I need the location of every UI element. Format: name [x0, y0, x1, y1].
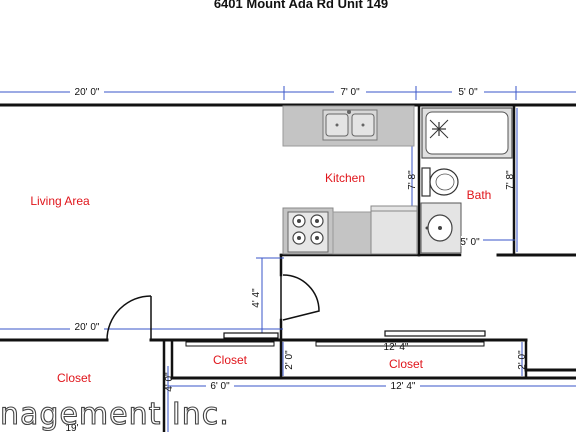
dim-hall-vertical: 4' 4" [251, 288, 262, 308]
dim-closet-right-height: 2' 0" [517, 350, 528, 370]
dim-closet-width-6: 6' 0" [210, 381, 230, 392]
dim-bath-bottom: 5' 0" [460, 237, 480, 248]
watermark-text: nagement Inc. [0, 397, 230, 432]
room-label-living: Living Area [30, 194, 90, 208]
room-label-kitchen: Kitchen [325, 171, 365, 185]
dim-top-bath: 5' 0" [458, 87, 478, 98]
dim-bath-side: 7' 8" [505, 170, 516, 190]
stove [282, 207, 334, 255]
dim-closet-left-height: 4' 0" [164, 372, 175, 392]
dim-closet-mid-top: 12' 4" [384, 342, 409, 353]
dimension-lines [0, 108, 576, 432]
room-label-closet-right: Closet [389, 357, 424, 371]
dim-top-living: 20' 0" [75, 87, 100, 98]
room-label-closet-mid: Closet [213, 353, 248, 367]
dim-closet-width-12: 12' 4" [391, 381, 416, 392]
toilet [421, 167, 459, 197]
dim-bottom-partial: 19' [65, 423, 78, 432]
dim-kitchen-side: 7' 8" [407, 170, 418, 190]
closet-rods [185, 330, 486, 347]
walls [0, 103, 576, 432]
plan-title: 6401 Mount Ada Rd Unit 149 [214, 0, 388, 11]
dim-lower-living: 20' 0" [75, 322, 100, 333]
bath-sink [420, 202, 462, 254]
dim-top-kitchen: 7' 0" [340, 87, 360, 98]
kitchen-sink-counter [282, 105, 415, 147]
lower-counter [332, 205, 418, 255]
room-label-closet-left: Closet [57, 371, 92, 385]
doors [106, 274, 320, 341]
dim-closet-mid-height: 2' 0" [284, 350, 295, 370]
room-label-bath: Bath [467, 188, 492, 202]
bathtub [421, 107, 513, 159]
